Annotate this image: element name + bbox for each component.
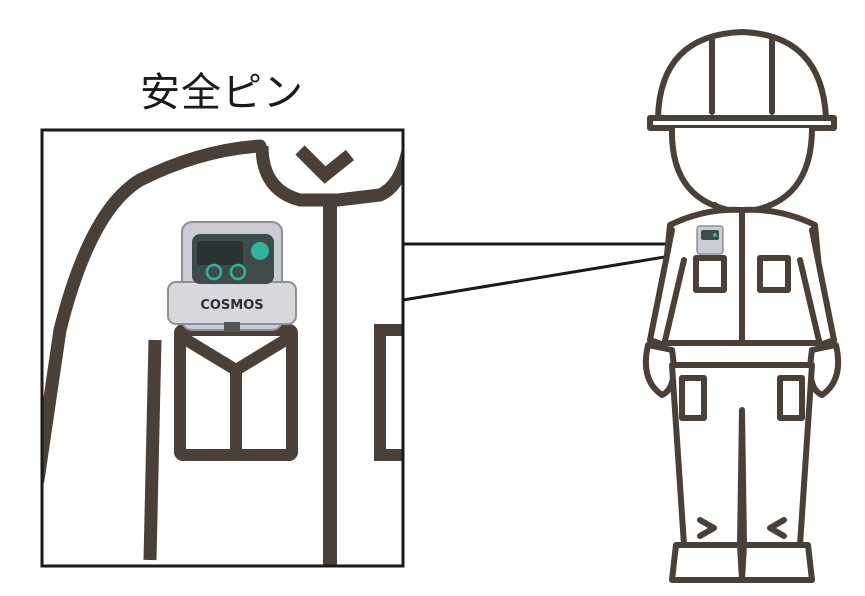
- gas-detector-device: COSMOS: [167, 221, 297, 332]
- worker-gas-detector: [696, 225, 724, 255]
- right-chest-pocket: [757, 255, 791, 293]
- worker-figure: [642, 29, 842, 583]
- diagram-title: 安全ピン: [140, 70, 304, 116]
- jacket-shoulder-line: [42, 139, 267, 486]
- right-boot: [739, 542, 815, 583]
- jacket-collar-notch: [295, 145, 355, 184]
- left-boot: [669, 542, 745, 583]
- chest-pocket: [174, 324, 298, 461]
- device-brand-label: COSMOS: [200, 298, 263, 313]
- device-indicator-icon: [251, 242, 269, 260]
- hard-hat: [655, 29, 829, 121]
- inset-frame: [40, 128, 405, 568]
- jacket-sleeve-seam: [143, 339, 162, 561]
- belt: [659, 340, 825, 368]
- device-button-right-icon: [229, 263, 247, 281]
- right-pocket-edge: [374, 324, 403, 461]
- zoomed-jacket: COSMOS: [42, 139, 403, 566]
- left-chest-pocket: [693, 255, 727, 293]
- device-button-left-icon: [205, 263, 223, 281]
- left-arm: [647, 227, 687, 348]
- jacket-collar: [255, 142, 403, 207]
- hard-hat-brim: [647, 115, 837, 131]
- right-thigh-pocket: [777, 375, 805, 421]
- head: [668, 125, 815, 215]
- left-thigh-pocket: [679, 375, 707, 421]
- zoom-inset: COSMOS: [40, 128, 405, 568]
- zoom-connector-lines: [402, 242, 696, 302]
- device-clip: [224, 322, 240, 332]
- right-arm: [797, 227, 837, 348]
